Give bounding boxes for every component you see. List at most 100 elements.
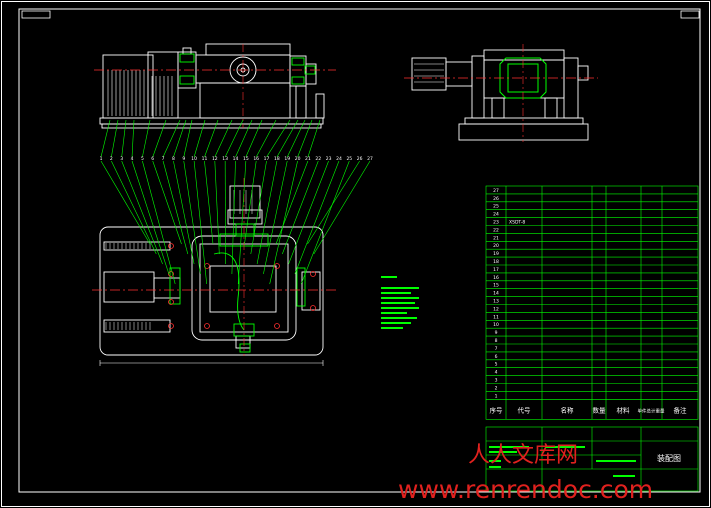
leader-number: 19 [284, 156, 290, 162]
title-block-text-marks [489, 446, 636, 477]
bom-row-code: XSDT-8 [509, 220, 525, 226]
plan-view-red-bolts [168, 243, 316, 329]
bom-header-row [485, 398, 699, 420]
bom-row-number: 4 [495, 370, 498, 376]
leader-line [173, 160, 195, 265]
bom-header-cell: 代号 [518, 405, 532, 414]
bom-row-number: 25 [493, 204, 499, 210]
bom-row-number: 15 [493, 283, 499, 289]
drawing-name: 装配图 [657, 453, 681, 463]
title-block [485, 426, 699, 492]
leader-number: 20 [295, 156, 301, 162]
leader-line [121, 160, 163, 265]
leader-number: 8 [172, 156, 175, 162]
bom-row-number: 26 [493, 196, 499, 202]
leader-line [204, 160, 214, 245]
bom-row-number: 12 [493, 306, 499, 312]
plan-view-green-parts [169, 223, 306, 353]
leader-number: 2 [110, 156, 113, 162]
leader-line [297, 119, 313, 158]
leader-line [231, 160, 236, 275]
leader-line [250, 160, 267, 255]
leader-number: 1 [100, 156, 103, 162]
bom-row-number: 22 [493, 227, 499, 233]
leader-line [255, 119, 277, 158]
front-view [99, 43, 325, 129]
leader-number: 27 [367, 156, 373, 162]
bom-row-number: 9 [495, 330, 498, 336]
leader-line [245, 119, 263, 158]
bom-row-number: 13 [493, 299, 499, 305]
leader-line [313, 160, 371, 255]
leader-number: 23 [326, 156, 332, 162]
bom-row-number: 7 [495, 346, 498, 352]
bom-row-number: 8 [495, 338, 498, 344]
leader-line [300, 160, 350, 285]
leader-line [152, 160, 182, 245]
bom-row-number: 5 [495, 362, 498, 368]
bom-row-number: 21 [493, 235, 499, 241]
bom-row-number: 20 [493, 243, 499, 249]
bom-header-cell: 序号 [490, 405, 504, 414]
leader-line [100, 160, 151, 245]
leader-line [162, 160, 189, 255]
leader-line [214, 119, 233, 158]
bom-row-number: 19 [493, 251, 499, 257]
bom-header-cell: 材料 [617, 405, 631, 414]
bom-header-cell: 数量 [593, 405, 607, 414]
leader-number: 15 [243, 156, 249, 162]
leader-number: 4 [131, 156, 134, 162]
bom-row-number: 6 [495, 354, 498, 360]
leader-line [307, 119, 321, 158]
bom-header-cell: 单件总计重量 [638, 407, 665, 414]
leader-line [121, 119, 127, 158]
leader-line [244, 160, 257, 245]
bom-row-number: 23 [493, 220, 499, 226]
leader-number: 25 [346, 156, 352, 162]
bom-row-number: 14 [493, 291, 499, 297]
bom-header-cell: 名称 [561, 405, 575, 414]
bom-row-number: 1 [495, 393, 498, 399]
leader-line [131, 160, 170, 275]
leader-line [100, 119, 111, 158]
leader-line [183, 119, 193, 158]
leader-line [142, 160, 176, 285]
leader-number: 13 [222, 156, 228, 162]
leader-line [288, 160, 329, 265]
watermark-url: www.renrendoc.com [398, 475, 653, 504]
technical-notes [381, 276, 419, 329]
leader-line [131, 119, 135, 158]
leader-line [286, 119, 306, 158]
leader-number: 16 [253, 156, 259, 162]
leader-line [266, 119, 291, 158]
leader-number: 26 [357, 156, 363, 162]
leader-line [204, 119, 219, 158]
leader-number: 6 [151, 156, 154, 162]
plan-view [99, 185, 324, 366]
bom-row-number: 17 [493, 267, 499, 273]
leader-line [256, 160, 278, 265]
leader-line [276, 119, 299, 158]
leader-line [183, 160, 201, 275]
leader-line [173, 119, 187, 158]
leader-line [269, 160, 298, 285]
leader-line [111, 160, 157, 255]
corner-tag-left [21, 10, 51, 19]
leader-line [307, 160, 360, 245]
leader-number: 7 [162, 156, 165, 162]
leader-line [237, 160, 247, 285]
leader-number: 12 [212, 156, 218, 162]
bom-row-number: 10 [493, 322, 499, 328]
bom-row-number: 11 [493, 314, 499, 320]
leader-number: 21 [305, 156, 311, 162]
leader-number: 22 [315, 156, 321, 162]
leader-number: 11 [202, 156, 208, 162]
inner-border [18, 8, 701, 493]
leader-number: 17 [264, 156, 270, 162]
leader-number: 24 [336, 156, 342, 162]
bom-header-cell: 备注 [674, 405, 688, 414]
watermark-cn: 人人文库网 [468, 443, 578, 468]
leader-number: 5 [141, 156, 144, 162]
